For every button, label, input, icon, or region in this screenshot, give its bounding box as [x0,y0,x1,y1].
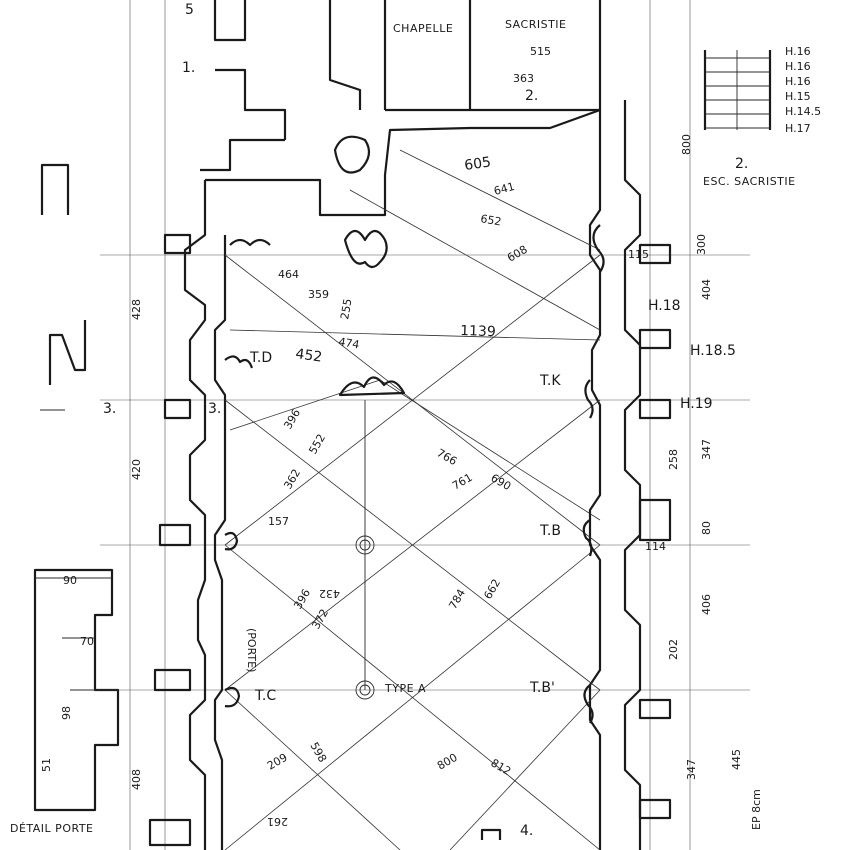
num-3a: 3. [103,401,116,417]
dim-408: 408 [130,769,143,790]
esc-number: 2. [735,156,748,172]
dim-359: 359 [308,288,329,301]
detail-porte-label: DÉTAIL PORTE [10,822,93,835]
dim-255: 255 [338,298,354,321]
tb-prime-label: T.B' [529,680,555,696]
dim-515: 515 [530,45,551,58]
num-2: 2. [525,88,538,104]
dim-261: 261 [267,815,288,828]
height-r2: H.18.5 [690,343,736,359]
dim-363: 363 [513,72,534,85]
num-4: 4. [520,823,533,839]
dim-114: 114 [645,540,666,553]
height-marks: H.16 H.16 H.16 H.15 H.14.5 H.17 H.18 H.1… [648,45,821,412]
num-1: 1. [182,60,195,76]
dim-70: 70 [80,635,94,648]
dim-800: 800 [680,134,693,155]
dim-202: 202 [667,639,680,660]
height-6: H.17 [785,122,811,135]
buttresses [148,233,672,847]
height-r1: H.18 [648,298,681,314]
dim-608: 608 [505,243,530,265]
dim-598: 598 [307,740,329,765]
num-5: 5 [185,2,194,18]
dim-761: 761 [450,471,475,493]
sacristie-label: SACRISTIE [505,18,566,31]
dim-157: 157 [268,515,289,528]
dim-800b: 800 [435,751,460,773]
dim-406: 406 [700,594,713,615]
height-2: H.16 [785,60,811,73]
dim-812: 812 [489,756,514,778]
nave-walls [183,0,642,850]
labels: CHAPELLE SACRISTIE ESC. SACRISTIE 2. DÉT… [10,2,796,839]
tk-label: T.K [539,373,561,389]
stair-sketch [703,50,772,130]
dim-347b: 347 [685,759,698,780]
dim-605: 605 [463,154,492,174]
dim-641: 641 [492,180,516,198]
dim-300: 300 [695,234,708,255]
dim-51: 51 [40,758,53,772]
height-4: H.15 [785,90,811,103]
dim-404: 404 [700,279,713,300]
dim-464: 464 [278,268,299,281]
dim-115: 115 [628,248,649,261]
height-3: H.16 [785,75,811,88]
tb-label: T.B [539,523,561,539]
dim-90: 90 [63,574,77,587]
dim-652: 652 [479,212,502,228]
dim-80: 80 [700,521,713,535]
section-3-sketch [40,320,87,411]
corbels [224,135,605,724]
dim-552: 552 [306,432,328,457]
dim-1139: 1139 [460,323,496,340]
dimension-labels: 605 641 652 608 1139 452 464 359 474 255… [40,45,743,828]
vault-ribs [224,149,601,850]
dim-98: 98 [60,706,73,720]
dim-258: 258 [667,449,680,470]
esc-sacristie-label: ESC. SACRISTIE [703,175,796,188]
dim-474: 474 [337,335,360,351]
dim-766: 766 [435,446,460,468]
typea-label: TYPE A [384,682,426,695]
height-1: H.16 [785,45,811,58]
door-marker [480,828,502,840]
dim-420: 420 [130,459,143,480]
dim-396b: 396 [291,587,313,612]
dim-347: 347 [700,439,713,460]
dim-396: 396 [281,407,303,432]
dim-452: 452 [294,346,323,366]
dim-362: 362 [281,467,303,492]
dim-432: 432 [319,587,340,600]
construction-lines [100,0,750,850]
dim-209: 209 [265,751,290,773]
ep-label: EP 8cm [750,789,763,830]
tc-label: T.C [254,688,276,704]
porte-label: (PORTE) [245,628,258,672]
num-3b: 3. [208,401,221,417]
height-5: H.14.5 [785,105,821,118]
dim-662: 662 [481,577,503,602]
keystones [355,535,375,700]
dim-445: 445 [730,749,743,770]
chapelle-label: CHAPELLE [393,22,453,35]
dim-428: 428 [130,299,143,320]
height-r3: H.19 [680,396,713,412]
section-6-sketch [40,163,70,215]
detail-porte-sketch [33,568,120,812]
dim-784: 784 [446,587,468,612]
td-label: T.D [249,350,272,366]
